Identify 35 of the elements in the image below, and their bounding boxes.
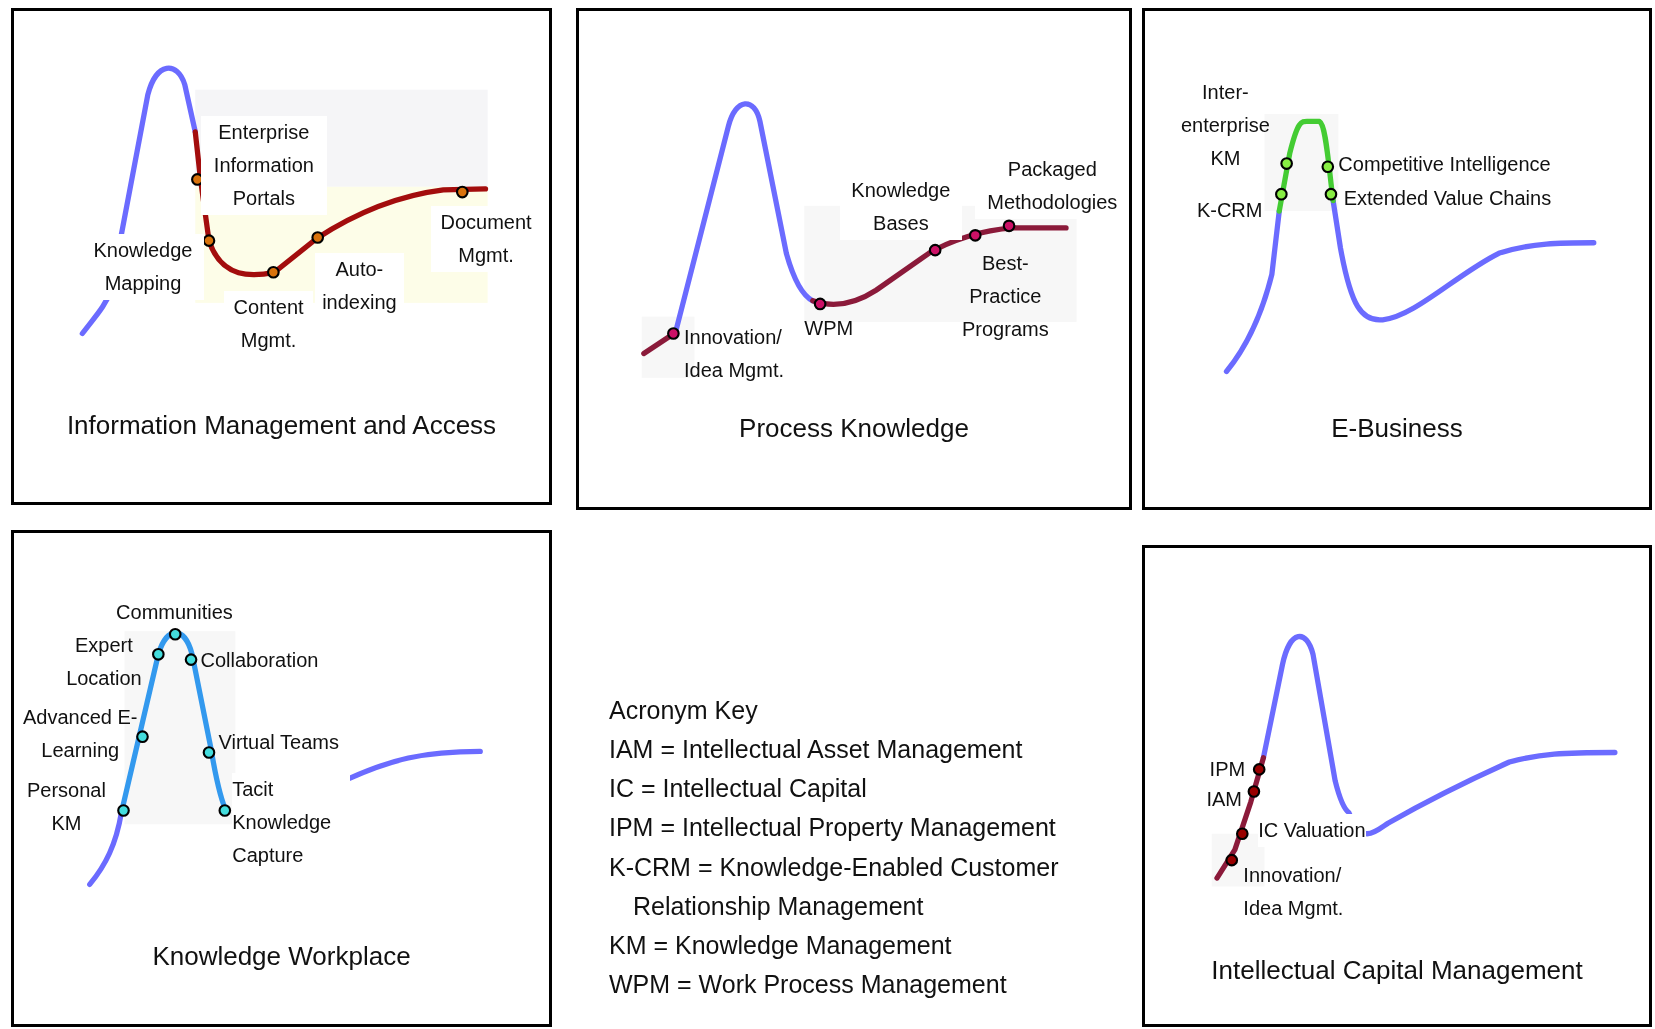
technology-label: IPM (1209, 756, 1246, 782)
panel-frame (1142, 545, 1652, 1027)
technology-label: Personal KM (26, 777, 107, 836)
panel-title: Intellectual Capital Management (1211, 955, 1583, 985)
panel-frame (11, 530, 552, 1027)
technology-label: Extended Value Chains (1343, 185, 1552, 211)
technology-label: Innovation/ Idea Mgmt. (683, 324, 785, 383)
technology-label: Communities (116, 600, 233, 626)
panel-title: Process Knowledge (739, 413, 969, 443)
panel-title: E-Business (1331, 413, 1463, 443)
acronym-definition: WPM = Work Process Management (609, 968, 1008, 1000)
technology-label: Enterprise Information Portals (200, 116, 328, 216)
panel-frame (576, 8, 1132, 510)
technology-label: Expert Location (65, 633, 143, 692)
technology-label: Inter- enterprise KM (1179, 80, 1271, 171)
technology-label: Competitive Intelligence (1338, 151, 1551, 177)
technology-label: WPM (804, 316, 854, 342)
technology-label: Innovation/ Idea Mgmt. (1243, 863, 1345, 922)
acronym-definition: KM = Knowledge Management (609, 929, 953, 961)
panel-frame (1142, 8, 1652, 510)
technology-label: Best- Practice Programs (960, 250, 1050, 342)
technology-label: K-CRM (1196, 198, 1264, 224)
acronym-definition: IC = Intellectual Capital (609, 773, 868, 805)
acronym-definition: IAM = Intellectual Asset Management (609, 734, 1024, 766)
panel-frame (11, 8, 552, 505)
technology-label: IC Valuation (1258, 813, 1366, 847)
panel-title: Information Management and Access (66, 410, 497, 440)
technology-label: Collaboration (200, 647, 319, 673)
technology-label: IAM (1206, 787, 1242, 813)
key-heading: Acronym Key (609, 695, 759, 727)
acronym-definition: IPM = Intellectual Property Management (609, 812, 1057, 844)
panel-title: Knowledge Workplace (152, 941, 411, 971)
acronym-definition: K-CRM = Knowledge-Enabled Customer Relationship Management (609, 851, 1060, 922)
technology-label: Advanced E-Learning (21, 704, 139, 763)
technology-label: Virtual Teams (218, 730, 339, 756)
